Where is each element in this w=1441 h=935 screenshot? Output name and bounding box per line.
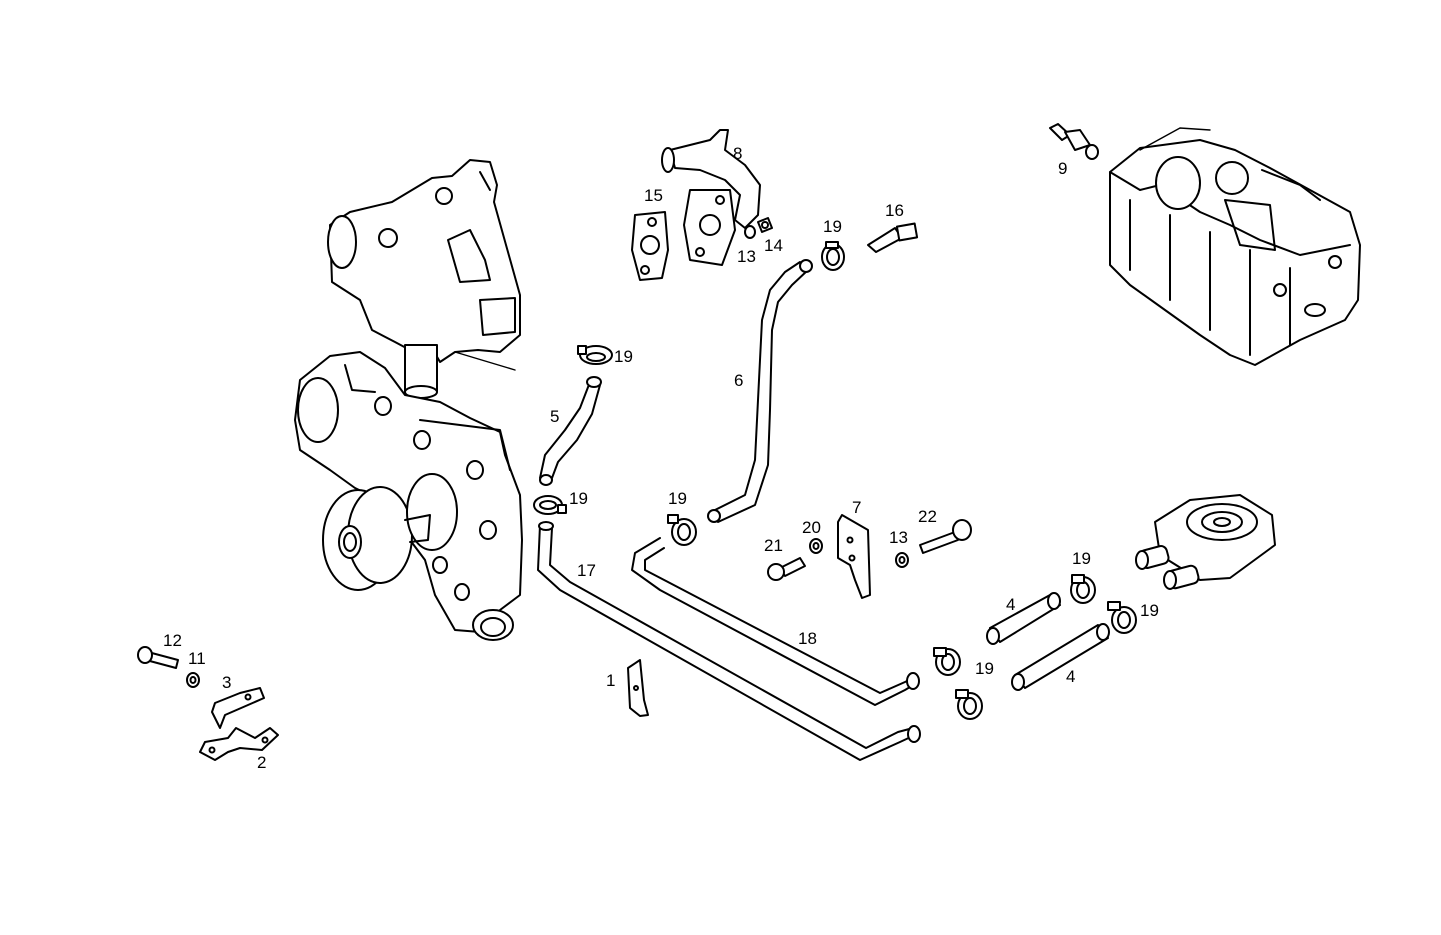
hose-4-lower [1011, 623, 1110, 691]
pipe-18 [631, 537, 920, 706]
callout-15: 15 [644, 186, 663, 205]
washer-20 [809, 538, 823, 554]
callout-19-hose4-upper: 19 [1072, 549, 1091, 568]
pipe-17 [537, 521, 921, 761]
callout-17: 17 [577, 561, 596, 580]
callout-20: 20 [802, 518, 821, 537]
callout-12: 12 [163, 631, 182, 650]
callout-16: 16 [885, 201, 904, 220]
callout-3: 3 [222, 673, 231, 692]
callout-4-lower: 4 [1066, 667, 1075, 686]
washer-11 [186, 672, 200, 688]
callout-6: 6 [734, 371, 743, 390]
callout-labels: 1 2 3 4 4 5 6 7 8 9 11 12 13 13 14 15 16… [163, 144, 1159, 772]
callout-14: 14 [764, 236, 783, 255]
callout-5: 5 [550, 407, 559, 426]
callout-2: 2 [257, 753, 266, 772]
callout-8: 8 [733, 144, 742, 163]
callout-21: 21 [764, 536, 783, 555]
clamp-3 [211, 687, 265, 729]
outlet-pipe-8 [661, 129, 761, 266]
gasket-15 [631, 211, 669, 281]
clamp-19 [533, 241, 1137, 720]
callout-4-upper: 4 [1006, 595, 1015, 614]
callout-19-hose6-bottom: 19 [668, 489, 687, 508]
callout-19-hose5-bottom: 19 [569, 489, 588, 508]
callout-1: 1 [606, 671, 615, 690]
callout-19-hose5-top: 19 [614, 347, 633, 366]
callout-22: 22 [918, 507, 937, 526]
callout-19-hose4-lower: 19 [1140, 601, 1159, 620]
hose-5 [539, 376, 602, 486]
clamp-2 [199, 727, 279, 761]
sensor-9 [1049, 123, 1099, 160]
callout-11: 11 [188, 649, 206, 668]
hose-6 [707, 259, 813, 523]
cylinder-block [1109, 127, 1361, 366]
callout-7: 7 [852, 498, 861, 517]
nut-14-washer-13 [744, 217, 773, 239]
callout-18: 18 [798, 629, 817, 648]
washer-13-lower [895, 552, 909, 568]
callout-19-top: 19 [823, 217, 842, 236]
bracket-7 [837, 514, 871, 599]
water-pump-housing [294, 159, 523, 641]
oil-cooler-adapter [1135, 494, 1276, 590]
callout-9: 9 [1058, 159, 1067, 178]
callout-13-upper: 13 [737, 247, 756, 266]
bolt-21 [767, 557, 806, 581]
bracket-1 [627, 659, 649, 717]
fitting-16 [867, 222, 919, 253]
hose-4-upper [986, 592, 1061, 645]
callout-19-pipes: 19 [975, 659, 994, 678]
callout-13-lower: 13 [889, 528, 908, 547]
bolt-22 [919, 519, 972, 554]
bolt-12 [137, 646, 179, 669]
